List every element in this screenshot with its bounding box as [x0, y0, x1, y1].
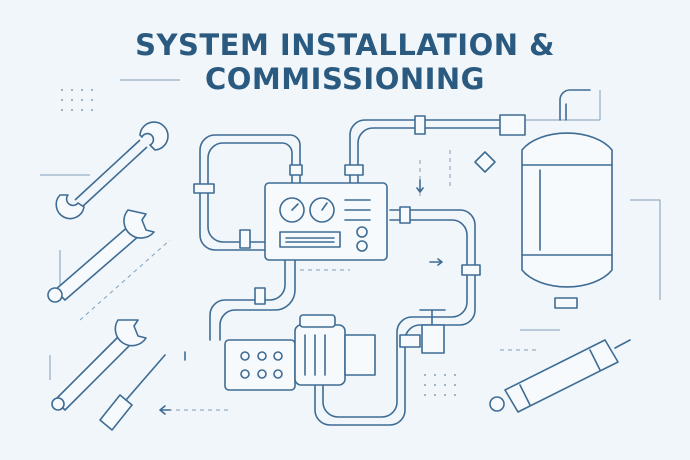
diamond-symbol — [474, 151, 496, 173]
pressure-tank — [521, 89, 613, 309]
wrench-icon — [55, 121, 169, 220]
wrench-icon — [47, 209, 155, 303]
pipe-network — [193, 114, 526, 426]
screwdriver-icon — [99, 354, 166, 431]
pump-motor — [224, 314, 376, 391]
dot-grid-bottom — [424, 374, 456, 396]
title-line-1: SYSTEM INSTALLATION & — [135, 28, 555, 62]
valve-icon — [399, 309, 446, 354]
wrench-icon — [51, 319, 147, 411]
hydraulic-cylinder — [489, 339, 631, 413]
title-line-2: COMMISSIONING — [205, 62, 485, 96]
control-panel — [264, 182, 388, 261]
dot-grid-top-left — [61, 89, 93, 111]
